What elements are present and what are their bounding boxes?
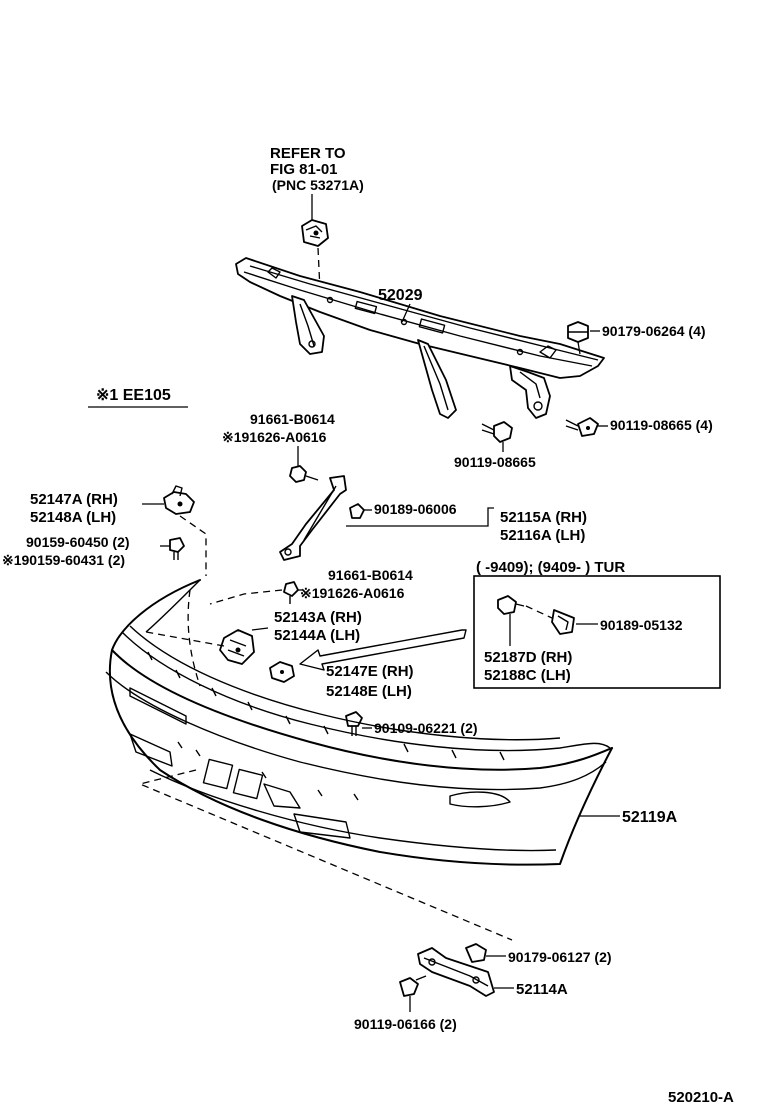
bracket-52114a-part (417, 947, 495, 997)
note-ee105: ※1 EE105 (96, 387, 171, 404)
label-52187d: 52187D (RH) (484, 649, 572, 666)
label-52144a: 52144A (LH) (274, 627, 360, 644)
label-52143a: 52143A (RH) (274, 609, 362, 626)
label-191626-a0616-b: ※191626-A0616 (300, 585, 405, 601)
refer-label-line2: FIG 81-01 (270, 161, 338, 178)
label-52148e: 52148E (LH) (326, 683, 412, 700)
label-52029: 52029 (378, 287, 423, 304)
label-91661-b0614-a: 91661-B0614 (250, 411, 335, 427)
label-52147a: 52147A (RH) (30, 491, 118, 508)
label-90189-06006: 90189-06006 (374, 501, 457, 517)
label-52115a: 52115A (RH) (500, 509, 587, 526)
clip-53271a-part (301, 219, 329, 247)
clip-52187d-part (497, 595, 525, 615)
label-90119-08665-4: 90119-08665 (4) (610, 417, 713, 433)
leader-52143a (251, 627, 269, 631)
figure-code: 520210-A (668, 1089, 734, 1106)
label-52116a: 52116A (LH) (500, 527, 585, 544)
label-52148a: 52148A (LH) (30, 509, 116, 526)
arrow-52147e (299, 629, 467, 671)
retainer-52147e-part (269, 661, 295, 683)
label-52188c: 52188C (LH) (484, 667, 571, 684)
inset-box (473, 575, 721, 689)
label-90189-05132: 90189-05132 (600, 617, 683, 633)
label-52147e: 52147E (RH) (326, 663, 414, 680)
nut-90179-06127-part (465, 943, 487, 963)
screw-90159-60450-part (169, 537, 185, 560)
bracket-leader-52115a (346, 507, 494, 527)
label-52119a: 52119A (622, 809, 678, 826)
dash-91661-b (209, 589, 283, 605)
inset-dash (525, 605, 553, 619)
label-190159-60431: ※190159-60431 (2) (2, 552, 125, 568)
label-90109-06221: 90109-06221 (2) (374, 720, 478, 736)
bolt-91661-b0614-b-part (283, 581, 299, 604)
dash-52143a (145, 631, 225, 647)
refer-label-line3: (PNC 53271A) (272, 177, 364, 193)
retainer-52147a-part (163, 485, 195, 515)
clip-90189-06006-part (349, 503, 365, 519)
label-90159-60450: 90159-60450 (2) (26, 534, 130, 550)
label-90119-06166: 90119-06166 (2) (354, 1016, 457, 1032)
bolt-90119-08665-4-part (565, 417, 599, 437)
label-90179-06127: 90179-06127 (2) (508, 949, 612, 965)
refer-label-line1: REFER TO (270, 145, 346, 162)
radiator-support-52029-part (235, 257, 605, 419)
label-52114a: 52114A (516, 981, 568, 998)
bracket-52143a-part (219, 629, 255, 665)
bolt-91661-b0614-a-part (289, 465, 319, 483)
label-191626-a0616-a: ※191626-A0616 (222, 429, 327, 445)
bolt-90119-06166-part (399, 975, 427, 997)
clip-90189-05132-part (551, 609, 575, 635)
inset-header: ( -9409); (9409- ) TUR (476, 559, 625, 576)
bumper-cover-52119a-part (105, 579, 613, 866)
label-90179-06264: 90179-06264 (4) (602, 323, 706, 339)
nut-90179-06264-part (567, 321, 589, 355)
label-91661-b0614-b: 91661-B0614 (328, 567, 413, 583)
bracket-52115a-part (279, 475, 347, 561)
dash-lower (137, 769, 513, 941)
leader-52029 (401, 303, 411, 323)
bolt-90119-08665-part (481, 421, 513, 443)
label-90119-08665: 90119-08665 (454, 454, 536, 470)
